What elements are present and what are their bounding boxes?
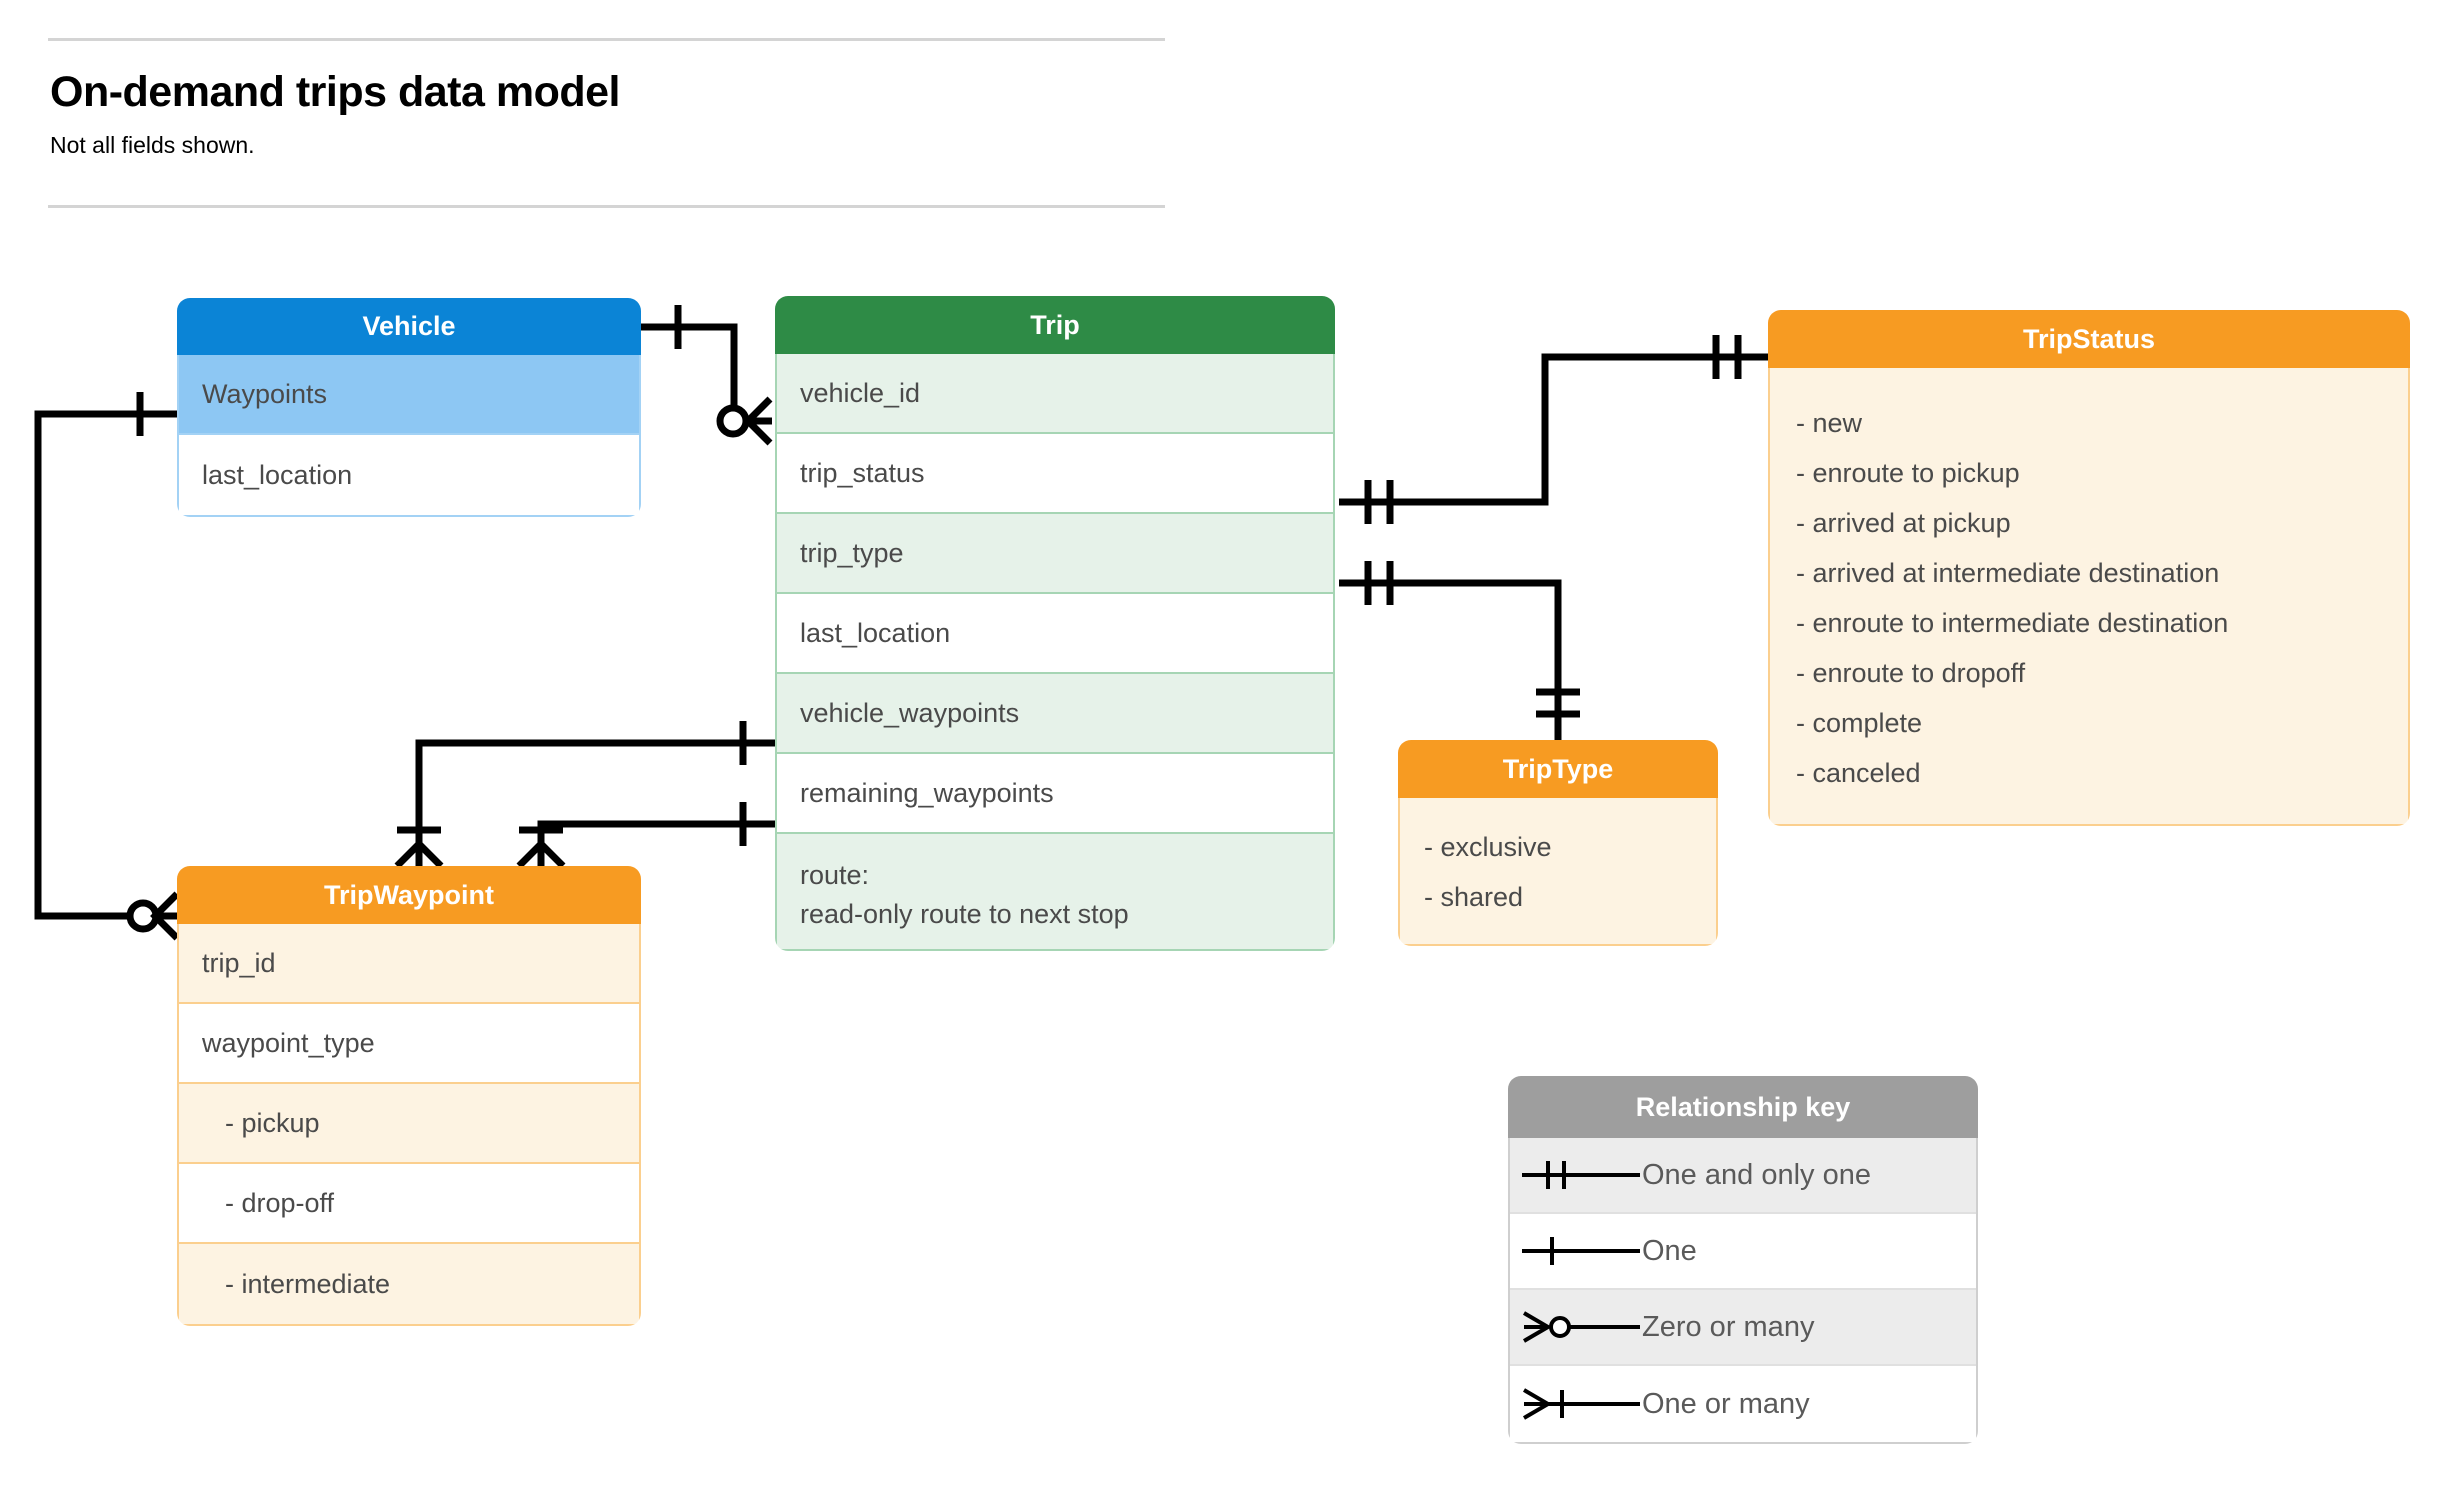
entity-trip-fields: vehicle_id trip_status trip_type last_lo… [775,354,1335,951]
page-title: On-demand trips data model [50,68,620,116]
enum-tripstatus-arrived-at-pickup: - arrived at pickup [1796,508,2011,538]
entity-tripwaypoint[interactable]: TripWaypoint trip_id waypoint_type - pic… [177,866,641,1326]
enum-tripstatus-enroute-to-intermediate-destination: - enroute to intermediate destination [1796,608,2229,638]
entity-tripwaypoint-title: TripWaypoint [177,866,641,924]
field-trip-vehicle-id[interactable]: vehicle_id [777,354,1333,434]
field-trip-vehicle-waypoints[interactable]: vehicle_waypoints [777,674,1333,754]
header-divider-top [48,38,1165,41]
enum-tripstatus-new: - new [1796,408,1863,438]
entity-tripstatus-title: TripStatus [1768,310,2410,368]
enum-tripstatus-enroute-to-dropoff: - enroute to dropoff [1796,658,2026,688]
one-icon [1510,1214,1642,1288]
entity-vehicle-fields: Waypoints last_location [177,355,641,517]
legend-label-zero-or-many: Zero or many [1642,1310,1815,1343]
enum-triptype-shared: - shared [1424,882,1524,912]
relationship-key-legend: Relationship key One and only one [1508,1076,1978,1444]
page-subtitle: Not all fields shown. [50,132,255,158]
field-trip-trip-status[interactable]: trip_status [777,434,1333,514]
one-and-only-one-icon [1510,1138,1642,1212]
connector-remaining-waypoints-to-tripwaypoint [516,802,775,869]
entity-tripstatus-values: - new - enroute to pickup - arrived at p… [1768,368,2410,826]
field-tripwaypoint-trip-id[interactable]: trip_id [179,924,639,1004]
one-or-many-icon [1510,1366,1642,1442]
legend-rows: One and only one One [1508,1138,1978,1444]
field-trip-route[interactable]: route: read-only route to next stop [777,834,1333,949]
legend-label-one-and-only-one: One and only one [1642,1158,1871,1191]
entity-triptype[interactable]: TripType - exclusive - shared [1398,740,1718,946]
entity-trip-title: Trip [775,296,1335,354]
zero-or-many-icon [1510,1290,1642,1364]
field-trip-last-location[interactable]: last_location [777,594,1333,674]
field-trip-trip-type[interactable]: trip_type [777,514,1333,594]
legend-label-one-or-many: One or many [1642,1387,1810,1420]
enum-triptype-exclusive: - exclusive [1424,832,1552,862]
connector-trip-type-to-triptype [1339,561,1580,740]
entity-trip[interactable]: Trip vehicle_id trip_status trip_type la… [775,296,1335,951]
legend-row-zero-or-many: Zero or many [1510,1290,1976,1366]
entity-vehicle-title: Vehicle [177,298,641,355]
enum-tripstatus-arrived-at-intermediate-destination: - arrived at intermediate destination [1796,558,2220,588]
legend-row-one-and-only-one: One and only one [1510,1138,1976,1214]
field-vehicle-waypoints[interactable]: Waypoints [179,355,639,435]
legend-title: Relationship key [1508,1076,1978,1138]
legend-row-one: One [1510,1214,1976,1290]
entity-tripwaypoint-fields: trip_id waypoint_type - pickup - drop-of… [177,924,641,1326]
field-vehicle-last-location[interactable]: last_location [202,459,353,490]
enum-tripstatus-enroute-to-pickup: - enroute to pickup [1796,458,2020,488]
enum-tripwaypoint-intermediate[interactable]: - intermediate [179,1244,639,1324]
enum-tripwaypoint-drop-off[interactable]: - drop-off [179,1164,639,1244]
connector-vehicle-waypoints-field-to-tripwaypoint [394,721,775,869]
enum-tripstatus-complete: - complete [1796,708,1923,738]
entity-vehicle[interactable]: Vehicle Waypoints last_location [177,298,641,517]
legend-label-one: One [1642,1234,1697,1267]
entity-triptype-title: TripType [1398,740,1718,798]
field-tripwaypoint-waypoint-type[interactable]: waypoint_type [179,1004,639,1084]
field-trip-route-line1: route: [800,860,870,890]
enum-tripwaypoint-pickup[interactable]: - pickup [179,1084,639,1164]
connector-trip-status-to-tripstatus [1339,335,1768,524]
entity-tripstatus[interactable]: TripStatus - new - enroute to pickup - a… [1768,310,2410,826]
field-trip-route-line2: read-only route to next stop [800,899,1129,930]
header-divider-bottom [48,205,1165,208]
connector-vehicle-waypoints-to-tripwaypoint [34,392,180,941]
entity-triptype-values: - exclusive - shared [1398,798,1718,946]
legend-row-one-or-many: One or many [1510,1366,1976,1442]
field-trip-remaining-waypoints[interactable]: remaining_waypoints [777,754,1333,834]
enum-tripstatus-canceled: - canceled [1796,758,1921,788]
connector-vehicle-to-trip [641,305,773,446]
